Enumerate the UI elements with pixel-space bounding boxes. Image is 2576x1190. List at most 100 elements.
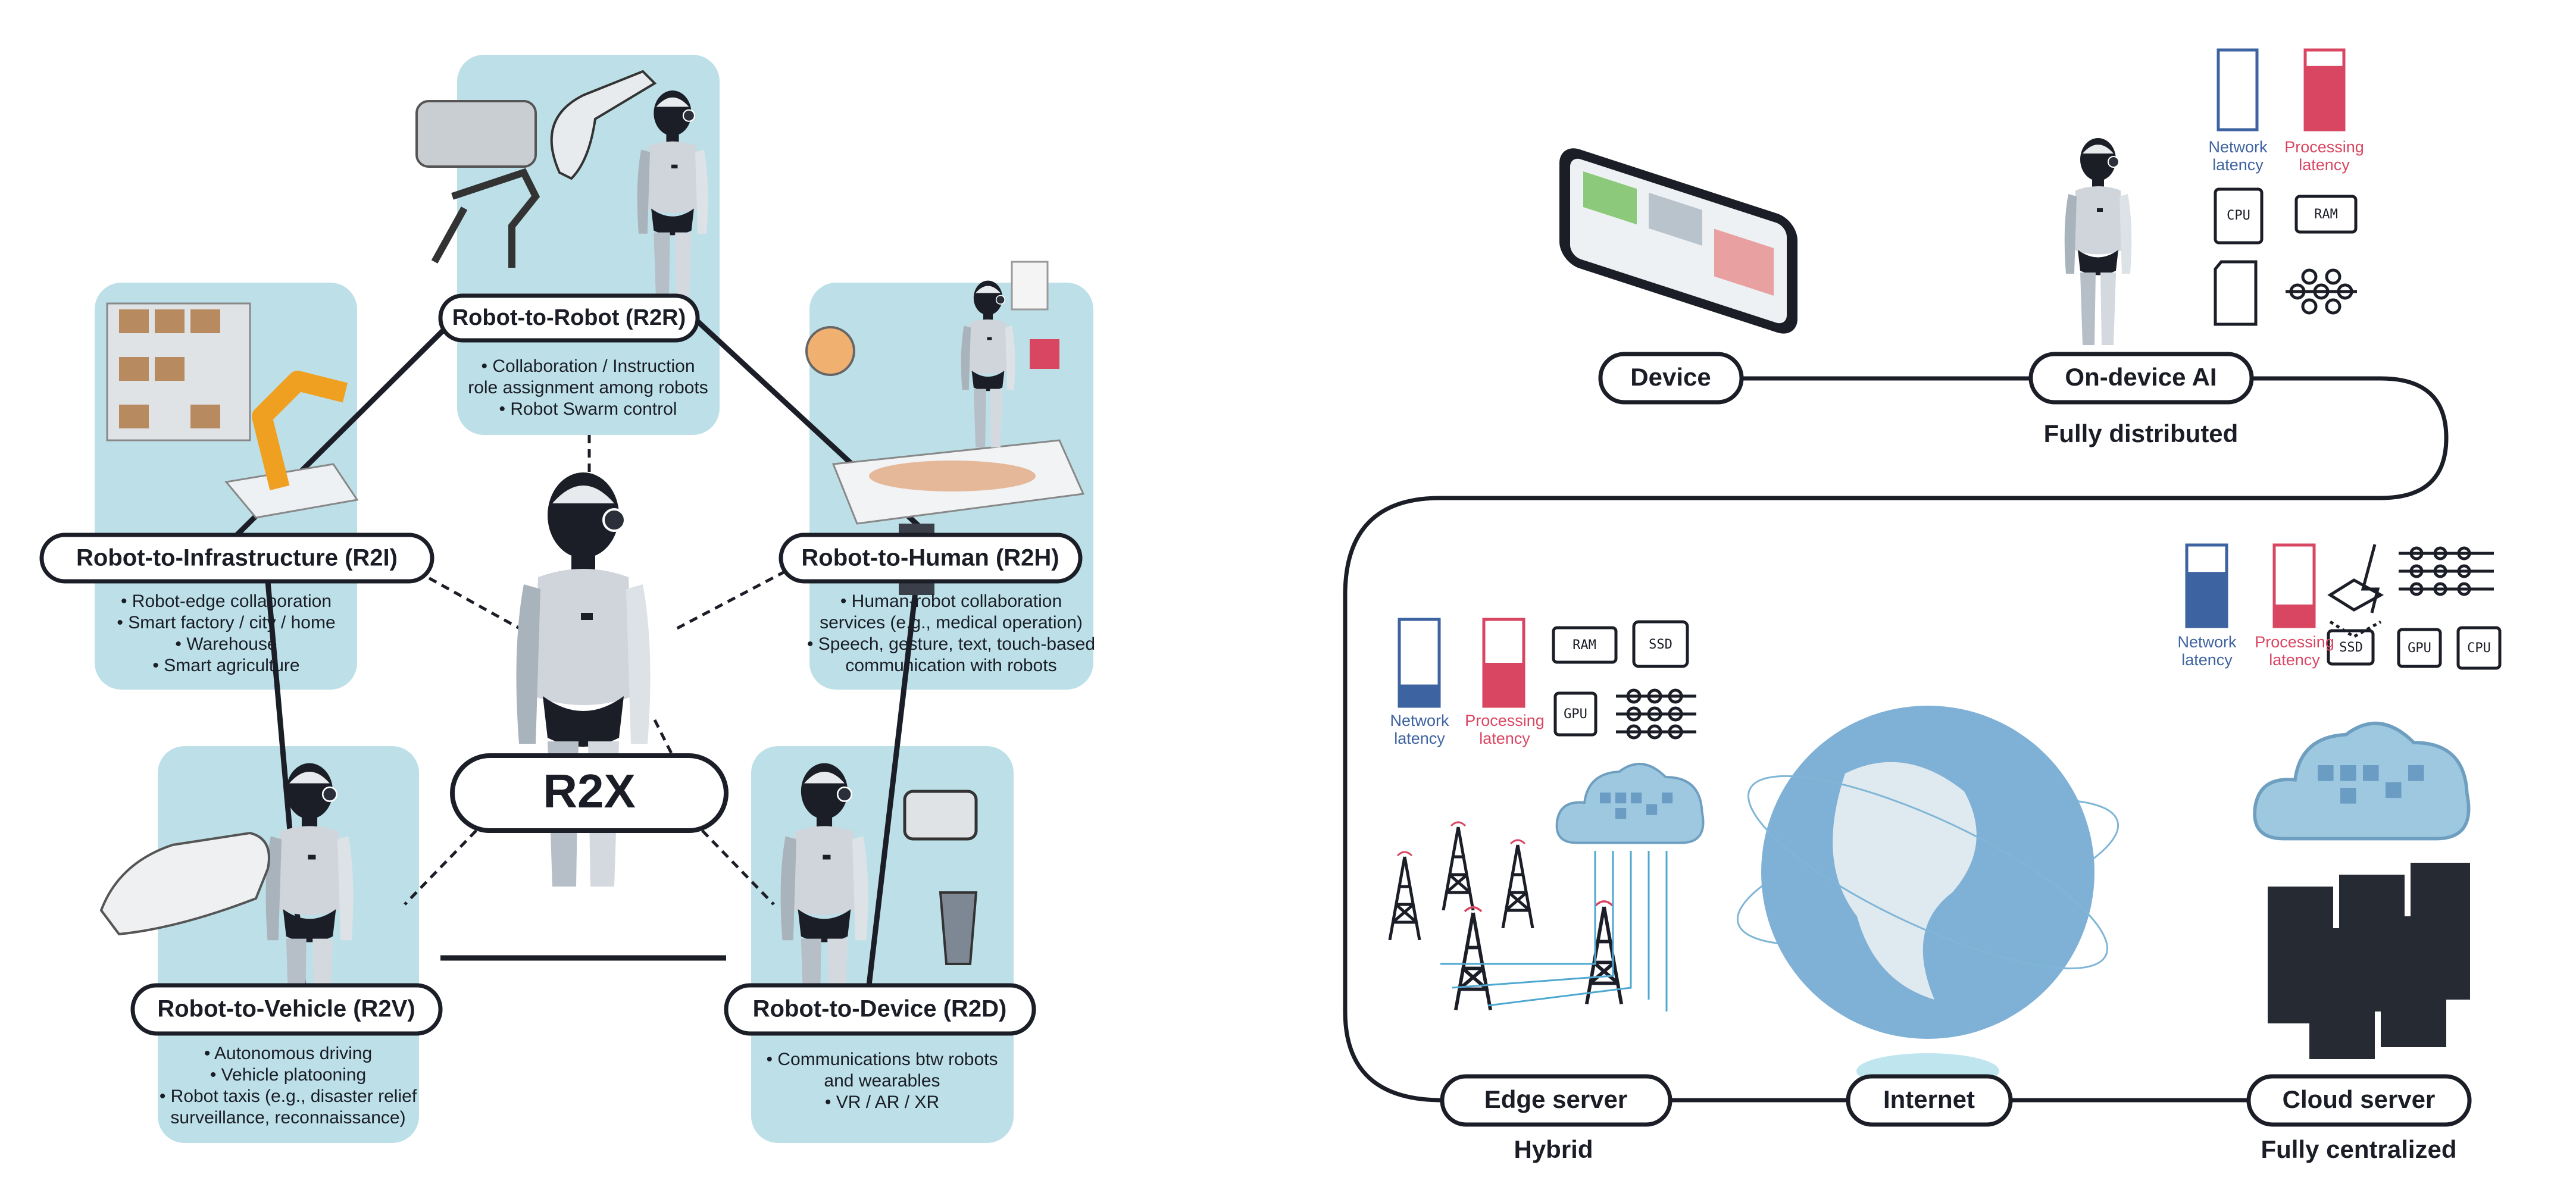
cloud-illustration (2255, 724, 2468, 839)
neural-network-icon (1616, 688, 1696, 740)
r2v-category: Robot-to-Vehicle (R2V) • Autonomous driv… (130, 983, 443, 1128)
r2i-line: • Smart agriculture (152, 656, 299, 675)
on-device-ai-label: On-device AI (2065, 363, 2217, 391)
server-racks-illustration (2268, 863, 2470, 1059)
cell-tower-icon (1443, 822, 1473, 910)
r2h-line: communication with robots (845, 656, 1056, 675)
r2r-robots-illustration (415, 70, 657, 268)
edge-chip-icons: RAM SSD GPU (1552, 620, 1696, 740)
network-latency-label: Network (1390, 712, 1449, 729)
processing-latency-label: Processing (2255, 633, 2334, 651)
gpu-icon: GPU (2397, 628, 2442, 668)
cell-tower-icon (1456, 907, 1490, 1010)
deployment-diagram: CPU RAM SSD (1343, 48, 2502, 1163)
on-device-ai-node: On-device AI (2028, 352, 2254, 405)
r2h-line: • Speech, gesture, text, touch-based (807, 634, 1095, 654)
r2x-diagram: R2X Robot-to-Robot (R2R) • Collaboration… (39, 55, 1095, 1143)
r2i-line: • Smart factory / city / home (117, 613, 335, 632)
on-device-robot-illustration (2064, 137, 2133, 346)
processing-latency-label: latency (2299, 156, 2350, 174)
cloud-server-label: Cloud server (2283, 1085, 2436, 1113)
r2r-line: • Robot Swarm control (499, 399, 677, 419)
r2r-line: • Collaboration / Instruction (481, 356, 695, 376)
network-latency-label: Network (2177, 633, 2237, 651)
network-latency-label: latency (1394, 729, 1445, 747)
r2r-line: role assignment among robots (468, 378, 708, 397)
svg-text:GPU: GPU (1564, 707, 1587, 722)
edge-server-node: Edge server (1440, 1074, 1672, 1127)
r2i-line: • Robot-edge collaboration (121, 591, 332, 611)
edge-processing-latency-fill (1484, 663, 1524, 706)
svg-text:SSD: SSD (2339, 640, 2363, 655)
network-latency-label: Network (2208, 138, 2268, 156)
on-device-processing-latency-fill (2305, 65, 2344, 130)
r2h-title: Robot-to-Human (R2H) (801, 545, 1059, 571)
ssd-icon: SSD (2327, 629, 2375, 666)
ram-icon: RAM (2294, 195, 2358, 234)
car-illustration (99, 831, 270, 936)
edge-server-label: Edge server (1484, 1085, 1627, 1113)
on-device-chip-icons: CPU RAM (2214, 187, 2358, 326)
memory-card-icon (2214, 260, 2258, 326)
r2h-line: • Human-robot collaboration (840, 591, 1062, 611)
on-device-network-latency-gauge (2217, 48, 2259, 131)
connection-track (1343, 376, 2469, 1103)
r2d-title: Robot-to-Device (R2D) (753, 996, 1007, 1022)
globe-illustration (1736, 706, 2119, 1089)
r2v-title: Robot-to-Vehicle (R2V) (157, 996, 415, 1022)
r2d-line: • Communications btw robots (767, 1050, 998, 1069)
device-label: Device (1630, 363, 1711, 391)
device-node: Device (1598, 352, 1744, 405)
hybrid-caption: Hybrid (1514, 1135, 1593, 1163)
processing-latency-label: Processing (1465, 712, 1545, 729)
latency-labels: Network latency Processing latency Netwo… (1390, 138, 2364, 747)
internet-label: Internet (1883, 1085, 1975, 1113)
cpu-icon: CPU (2214, 187, 2264, 245)
ssd-icon: SSD (1632, 620, 1689, 668)
power-layers-icon (2327, 544, 2384, 638)
fully-centralized-caption: Fully centralized (2261, 1135, 2456, 1163)
cloud-server-node: Cloud server (2246, 1074, 2472, 1127)
processing-latency-label: latency (2269, 651, 2320, 669)
svg-text:GPU: GPU (2408, 641, 2431, 656)
r2h-medical-illustration (805, 261, 1085, 595)
fully-distributed-caption: Fully distributed (2044, 419, 2239, 447)
r2i-title: Robot-to-Infrastructure (R2I) (76, 545, 398, 571)
r2x-center-pill: R2X (450, 753, 729, 833)
r2d-wearables-illustration (903, 790, 978, 965)
r2x-center-label: R2X (543, 765, 636, 818)
smartphone-illustration (1559, 148, 1797, 334)
cloud-processing-latency-fill (2274, 605, 2314, 627)
svg-text:SSD: SSD (1649, 637, 1672, 652)
processing-latency-label: latency (1479, 729, 1530, 747)
r2i-line: • Warehouse (175, 634, 277, 654)
processing-latency-label: Processing (2284, 138, 2364, 156)
svg-text:CPU: CPU (2467, 641, 2491, 656)
r2d-category: Robot-to-Device (R2D) • Communications b… (724, 983, 1036, 1112)
ram-icon: RAM (1552, 626, 1618, 664)
gpu-icon: GPU (1553, 691, 1598, 737)
r2v-line: • Robot taxis (e.g., disaster relief (160, 1086, 417, 1106)
neural-network-icon (2286, 268, 2357, 315)
svg-text:CPU: CPU (2227, 208, 2250, 223)
r2r-title: Robot-to-Robot (R2R) (452, 305, 686, 330)
r2i-category: Robot-to-Infrastructure (R2I) • Robot-ed… (39, 533, 434, 675)
r2i-warehouse-illustration (106, 302, 359, 519)
cpu-icon: CPU (2456, 626, 2502, 670)
cloud-chip-icons: SSD GPU CPU (2327, 544, 2502, 670)
edge-data-lines (1440, 851, 1668, 1012)
latency-gauges (1398, 48, 2346, 708)
r2v-line: • Autonomous driving (204, 1044, 372, 1063)
r2r-category: Robot-to-Robot (R2R) • Collaboration / I… (438, 293, 708, 419)
edge-network-latency-fill (1399, 684, 1439, 706)
network-latency-label: latency (2181, 651, 2233, 669)
edge-cloud-illustration (1555, 762, 1705, 844)
neural-network-icon (2399, 546, 2494, 596)
r2v-line: • Vehicle platooning (210, 1065, 366, 1085)
internet-node: Internet (1846, 1074, 2013, 1127)
cloud-network-latency-fill (2187, 572, 2227, 627)
cell-tower-icon (1390, 852, 1420, 940)
network-latency-label: latency (2212, 156, 2264, 174)
r2h-line: services (e.g., medical operation) (820, 613, 1083, 632)
